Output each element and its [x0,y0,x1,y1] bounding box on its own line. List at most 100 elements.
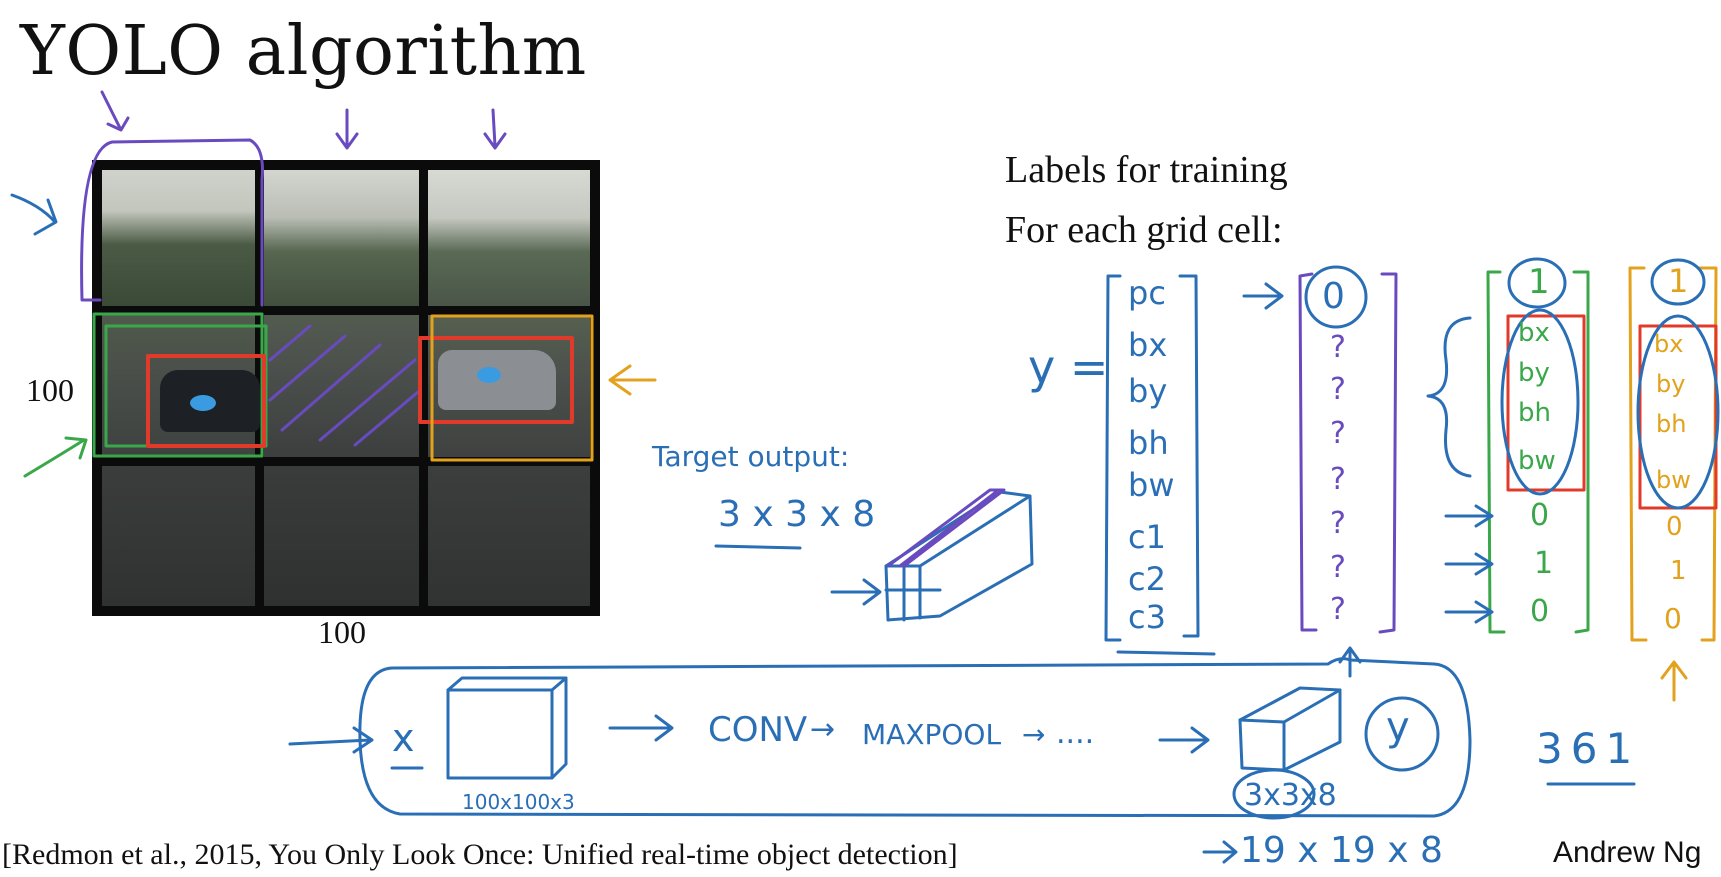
yellow-pc-circle [1650,258,1706,306]
target-output-shape: 3 x 3 x 8 [718,494,876,535]
y-output-circle [1364,696,1440,772]
y-bracket-right [1178,274,1200,638]
green-box-coords-blue [1500,308,1580,496]
target-cube [830,490,1034,622]
alt-shape-label: 19 x 19 x 8 [1240,830,1443,871]
grid-cell-3-1 [102,466,255,606]
green-box-coords-red [1506,314,1586,492]
grid-cell-1-3 [428,170,590,306]
midpoint-right [477,367,501,383]
yellow-box-cell [430,314,594,462]
y-bracket-left [1104,274,1122,642]
empty-bracket-left [1298,272,1318,632]
y-item-bw: bw [1128,466,1175,504]
empty-pc-circle [1304,265,1368,329]
image-width-label: 100 [318,614,366,650]
target-shape-underline [714,544,802,550]
green-item-2: by [1518,358,1550,388]
arrow-col-3 [483,108,507,150]
green-bracket-right [1572,270,1590,634]
green-item-6: 1 [1534,546,1554,581]
yellow-item-1: bx [1654,330,1684,358]
midpoint-left [190,395,216,411]
arrow-to-alt-shape [1202,840,1238,864]
output-shape-label: 3x3x8 [1244,778,1337,813]
grid-cell-1-2 [264,170,419,306]
input-shape-label: 100x100x3 [462,790,575,814]
output-y-label: y [1386,704,1410,750]
y-item-c2: c2 [1128,560,1166,598]
pipeline-dots: .... [1056,716,1095,751]
yellow-item-6: 1 [1670,556,1687,586]
labels-subheading: For each grid cell: [1005,209,1283,251]
input-cube [446,676,568,780]
y-item-bh: bh [1128,424,1169,462]
empty-item-6: ? [1330,550,1346,585]
arrow-row-2 [23,436,88,478]
grid-count-label: 361 [1536,724,1641,773]
author-name: Andrew Ng [1553,836,1702,869]
y-item-bx: bx [1128,326,1168,364]
arrow-into-capsule [288,726,374,754]
y-item-by: by [1128,372,1168,410]
arrow-col-2 [335,108,359,150]
empty-item-1: ? [1330,330,1346,365]
image-height-label: 100 [26,372,74,408]
arrow-up-to-empty [1338,646,1362,678]
yellow-arrow-up [1660,660,1688,702]
yellow-bracket-left [1628,266,1648,642]
grid-cell-3-2 [264,466,419,606]
grid-cell-3-3 [428,466,590,606]
maxpool-label: MAXPOOL [862,718,1002,751]
empty-item-5: ? [1330,506,1346,541]
citation: [Redmon et al., 2015, You Only Look Once… [2,838,958,871]
y-item-pc: pc [1128,274,1166,312]
arrow-to-conv [608,714,674,742]
green-item-1: bx [1518,318,1550,348]
yellow-item-5: 0 [1666,512,1683,542]
green-item-3: bh [1518,398,1551,428]
arrow-to-output [1158,726,1210,754]
green-pc-circle [1507,257,1567,309]
conv-label: CONV [708,710,808,750]
yellow-box-coords-blue [1636,314,1720,510]
arrow-col-1 [100,90,130,132]
hatch-middle-cell [268,324,420,447]
empty-item-7: ? [1330,592,1346,627]
red-box-left-car [146,354,266,448]
output-shape-circle [1232,768,1316,820]
arrow-yellow [608,364,657,396]
green-box-car [104,324,268,448]
y-item-c3: c3 [1128,598,1166,636]
yellow-item-2: by [1656,370,1686,398]
green-item-4: bw [1518,446,1556,476]
target-output-label: Target output: [652,440,850,473]
y-label: y = [1028,340,1109,394]
page-title: YOLO algorithm [20,12,587,91]
maxpool-arrow: → [1022,718,1046,751]
empty-item-0: 0 [1322,276,1345,317]
empty-item-2: ? [1330,372,1346,407]
arrow-row-1 [10,193,58,236]
green-item-7: 0 [1530,594,1550,629]
empty-item-4: ? [1330,462,1346,497]
green-box-cell [92,312,264,458]
green-item-5: 0 [1530,498,1550,533]
yellow-item-4: bw [1656,466,1691,494]
green-item-0: 1 [1528,262,1550,302]
yellow-item-0: 1 [1668,262,1689,300]
y-underline [1116,650,1216,656]
empty-item-3: ? [1330,416,1346,451]
output-cube [1238,686,1342,772]
green-brace [1426,316,1472,478]
labels-heading: Labels for training [1005,149,1288,191]
red-box-right-car [418,336,574,424]
purple-outline-cell [80,138,264,307]
y-item-c1: c1 [1128,518,1166,556]
empty-bracket-right [1378,272,1398,634]
target-cube-column [886,488,1006,568]
conv-arrow: → [810,712,836,747]
green-bracket-left [1486,270,1506,634]
arrow-to-empty [1242,282,1284,310]
grid-cell-1-1 [102,170,255,306]
